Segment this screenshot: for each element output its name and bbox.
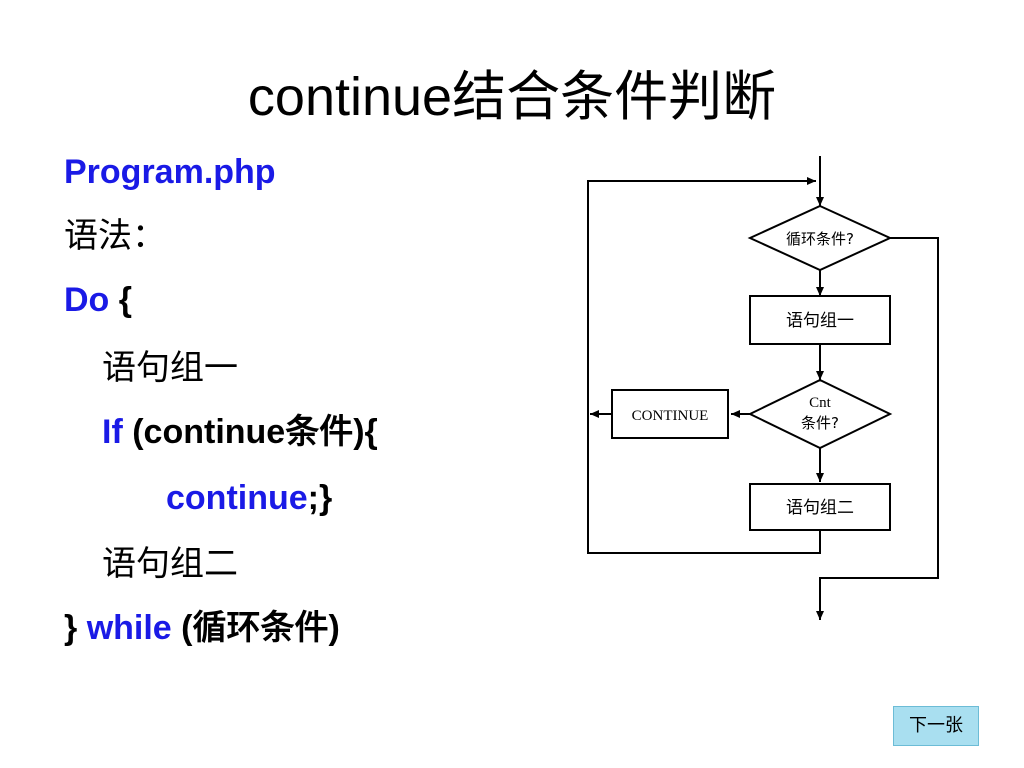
if-condition: (continue条件){ xyxy=(122,413,378,451)
code-line-continue: continue;} xyxy=(166,476,332,520)
continue-box-label: CONTINUE xyxy=(632,408,709,424)
stmt2-label: 语句组二 xyxy=(786,498,854,518)
brace-open: { xyxy=(109,281,133,319)
loop-condition-label: 循环条件? xyxy=(786,230,854,248)
code-line-if: If (continue条件){ xyxy=(102,410,378,454)
stmt1-box xyxy=(749,295,891,345)
stmt2-box xyxy=(749,483,891,531)
code-line-do: Do { xyxy=(64,278,132,322)
cnt-label-line1: Cnt xyxy=(809,395,832,411)
next-slide-button[interactable]: 下一张 xyxy=(893,706,979,746)
loop-back-line xyxy=(587,177,821,554)
while-condition: (循环条件) xyxy=(171,609,340,647)
keyword-do: Do xyxy=(64,281,110,319)
exit-arrow xyxy=(816,237,939,620)
continue-box xyxy=(611,389,729,439)
code-line-stmt1: 语句组一 xyxy=(102,349,238,387)
code-line-stmt2: 语句组二 xyxy=(102,545,238,583)
syntax-label: 语法： xyxy=(64,217,166,255)
keyword-continue: continue xyxy=(166,479,308,517)
keyword-while: while xyxy=(86,609,172,647)
continue-tail: ;} xyxy=(307,479,333,517)
page-title: continue结合条件判断 xyxy=(247,67,777,127)
stmt1-label: 语句组一 xyxy=(786,311,854,331)
cnt-label-line2: 条件? xyxy=(801,414,839,432)
cnt-condition-diamond xyxy=(747,378,893,450)
flowchart: 循环条件? 语句组一 Cnt 条件? CONTINUE 语句组二 xyxy=(587,156,939,620)
loop-condition-diamond xyxy=(747,204,893,272)
file-name: Program.php xyxy=(64,153,276,191)
brace-close: } xyxy=(64,609,87,647)
code-line-while: } while (循环条件) xyxy=(64,606,340,650)
keyword-if: If xyxy=(102,413,123,451)
